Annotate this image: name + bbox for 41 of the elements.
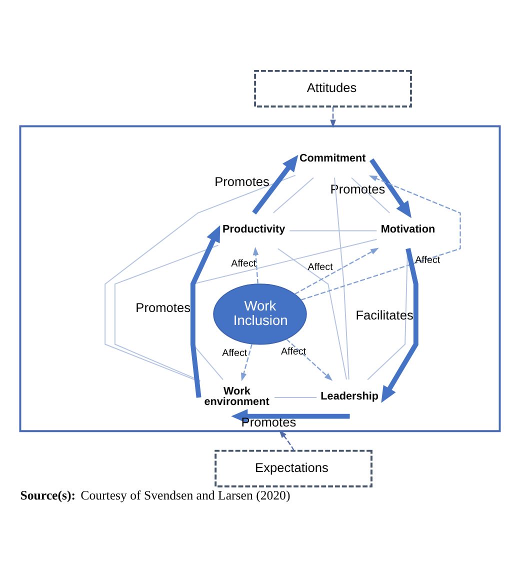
arrow bbox=[286, 338, 333, 381]
node-ellipse: Work Inclusion bbox=[213, 284, 307, 345]
connector bbox=[104, 174, 296, 382]
connector bbox=[289, 230, 378, 232]
arrow bbox=[190, 225, 220, 398]
arrow bbox=[369, 158, 412, 218]
edge-label: Promotes bbox=[136, 300, 191, 316]
node-text: Leadership bbox=[320, 390, 379, 402]
node-text: Productivity bbox=[222, 224, 286, 236]
edge-label: Promotes bbox=[241, 414, 296, 430]
cluster bbox=[19, 125, 501, 432]
node-text: Motivation bbox=[380, 224, 436, 236]
caption: Source(s): Courtesy of Svendsen and Larsen (2020) bbox=[20, 488, 290, 503]
node-box: Attitudes bbox=[254, 70, 412, 108]
arrow bbox=[330, 106, 336, 128]
connector bbox=[334, 177, 350, 380]
node-box: Expectations bbox=[214, 450, 372, 488]
node-text: Commitment bbox=[299, 152, 366, 165]
edge-label: Promotes bbox=[330, 181, 386, 196]
node-text: Work environment bbox=[204, 385, 270, 408]
edge-label: Affect bbox=[222, 348, 248, 359]
arrow bbox=[252, 154, 298, 215]
arrow bbox=[231, 409, 350, 424]
connector bbox=[351, 177, 390, 214]
edge-label: Facilitates bbox=[356, 307, 414, 322]
connector bbox=[277, 248, 347, 380]
arrow bbox=[241, 344, 253, 382]
edge-label: Affect bbox=[308, 262, 333, 273]
connector bbox=[114, 244, 219, 382]
connector bbox=[274, 397, 318, 398]
arrow bbox=[300, 175, 461, 301]
connector bbox=[272, 177, 314, 214]
connector bbox=[367, 248, 408, 380]
edge-label: Affect bbox=[280, 346, 306, 358]
arrow bbox=[381, 248, 418, 403]
edge-label: Promotes bbox=[214, 174, 270, 190]
edge-label: Affect bbox=[415, 254, 440, 266]
arrow bbox=[294, 248, 379, 295]
edge-label: Affect bbox=[231, 258, 256, 270]
arrow bbox=[252, 246, 259, 284]
arrow bbox=[278, 430, 295, 452]
